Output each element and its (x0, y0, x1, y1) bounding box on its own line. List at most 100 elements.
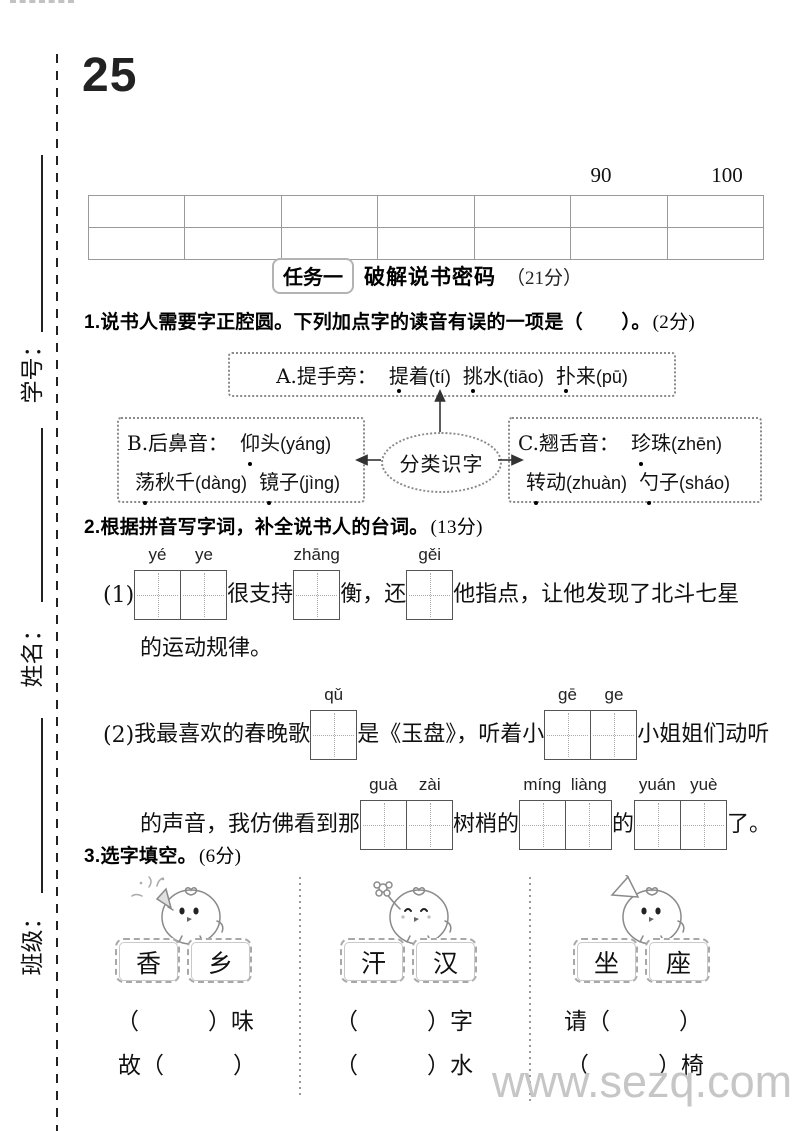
option-a-prefix: A.提手旁： (276, 364, 377, 388)
sentence-text: 的声音，我仿佛看到那 (140, 812, 361, 837)
student-id-write-line[interactable] (41, 155, 43, 332)
option-boxes: 汗 汉 (340, 938, 477, 983)
pinyin-label: yuè (690, 775, 718, 794)
name-label: 姓名： (20, 618, 46, 688)
writing-cell[interactable] (360, 800, 408, 850)
option-b-box: B.后鼻音：仰头(yáng) 荡秋千(dàng)镜子(jìng) (117, 417, 365, 503)
pinyin-item: 提着(tí) (389, 360, 451, 389)
pinyin-label: yuán (638, 775, 676, 794)
answer-box-group: gěi (406, 545, 454, 620)
group-separator (529, 877, 531, 1103)
dotted-char: 镜 (259, 463, 279, 501)
score-table-cell (474, 228, 572, 260)
pinyin-item: 扑来(pū) (556, 360, 628, 389)
fill-blank[interactable]: （ ）味 (116, 1009, 254, 1035)
pinyin-label: liàng (570, 775, 607, 794)
dotted-char: 勺 (639, 463, 659, 501)
item-pinyin: (pū) (595, 367, 628, 387)
writing-cell[interactable] (134, 570, 182, 620)
item-pinyin: (zhēn) (670, 434, 722, 454)
choice-group-1: 香 乡 (105, 875, 295, 1000)
task1-title: 破解说书密码 (364, 266, 496, 289)
q2-part1-line2: 的运动规律。 (140, 636, 273, 661)
q3-points: (6分) (198, 846, 242, 867)
task1-points: （21分） (506, 267, 583, 289)
dotted-char: 提 (389, 360, 409, 389)
choice-box: 乡 (187, 938, 252, 983)
sentence-text: 他指点，让他发现了北斗七星 (453, 582, 740, 607)
item-rest: 子 (279, 470, 300, 494)
name-write-line[interactable] (41, 428, 43, 602)
item-rest: 秋千 (155, 470, 195, 494)
diagram-arrows (355, 389, 524, 466)
class-write-line[interactable] (41, 718, 43, 893)
writing-cell[interactable] (406, 800, 454, 850)
item-pinyin: (tí) (428, 367, 451, 387)
score-label-90: 90 (590, 163, 612, 187)
writing-cell[interactable] (180, 570, 228, 620)
score-table-cell (281, 196, 379, 228)
pinyin-label: ye (194, 545, 213, 564)
task1-badge: 任务一 (272, 258, 354, 294)
score-table-cell (571, 196, 668, 228)
q1-stem: 1.说书人需要字正腔圆。下列加点字的读音有误的一项是（ ）。(2分) (84, 307, 695, 334)
chick-party-popper-icon (131, 876, 224, 945)
sentence-text: 衡，还 (340, 582, 407, 607)
choice-group-2: 汗 汉 (330, 875, 525, 1000)
pinyin-label: zhāng (293, 545, 340, 564)
item-rest: 水 (482, 364, 503, 388)
writing-cell[interactable] (310, 710, 358, 760)
pinyin-label: míng (523, 775, 562, 794)
answer-box-group: yé ye (134, 545, 228, 620)
choice-char: 座 (649, 942, 708, 981)
option-c-prefix: C.翘舌音： (518, 431, 619, 455)
option-boxes: 香 乡 (115, 938, 252, 983)
writing-cell[interactable] (519, 800, 567, 850)
item-rest: 来 (575, 364, 596, 388)
writing-cell[interactable] (565, 800, 613, 850)
writing-cell[interactable] (293, 570, 341, 620)
writing-cell[interactable] (634, 800, 682, 850)
choice-box: 坐 (573, 938, 638, 983)
score-table-cell (89, 228, 186, 260)
pinyin-label: gē (557, 685, 577, 704)
item-pinyin: (sháo) (679, 473, 731, 493)
answer-box-group: gē ge (544, 685, 638, 760)
diagram-center-label: 分类识字 (399, 452, 484, 476)
item-pinyin: (dàng) (195, 473, 248, 493)
writing-cell[interactable] (680, 800, 728, 850)
score-table-cell (571, 228, 668, 260)
choice-char: 乡 (191, 942, 250, 981)
choice-char: 汉 (416, 942, 475, 981)
writing-cell[interactable] (590, 710, 638, 760)
answer-box-group: qǔ (310, 685, 358, 760)
fill-blank[interactable]: （ ）水 (335, 1053, 473, 1079)
q1-stem-text: 1.说书人需要字正腔圆。下列加点字的读音有误的一项是（ ）。 (84, 312, 651, 333)
pinyin-label: yé (148, 545, 167, 564)
fill-blank[interactable]: 请（ ） (564, 1009, 702, 1035)
answer-box-group: zhāng (293, 545, 341, 620)
fill-blank[interactable]: （ ）字 (335, 1009, 473, 1035)
pinyin-label: guà (369, 775, 398, 794)
fill-blank[interactable]: 故（ ） (118, 1053, 256, 1079)
writing-cell[interactable] (544, 710, 592, 760)
q2-stem-text: 2.根据拼音写字词，补全说书人的台词。 (84, 517, 429, 538)
pinyin-label: ge (604, 685, 624, 704)
arrow-left-head (355, 454, 368, 466)
chick-flower-icon (373, 881, 452, 945)
score-table-cell (185, 196, 282, 228)
pinyin-label: qǔ (324, 685, 344, 704)
choice-box: 座 (645, 938, 710, 983)
option-b-line2: 荡秋千(dàng)镜子(jìng) (119, 463, 363, 502)
score-label-100: 100 (711, 163, 743, 187)
item-pinyin: (jìng) (299, 473, 341, 493)
chick-party-hat-icon (610, 875, 685, 945)
fill-blank[interactable]: （ ）椅 (566, 1053, 704, 1079)
writing-cell[interactable] (406, 570, 454, 620)
score-table-cell (281, 228, 379, 260)
option-boxes: 坐 座 (573, 938, 710, 983)
item-rest: 子 (659, 470, 680, 494)
sentence-text: 很支持 (227, 582, 294, 607)
